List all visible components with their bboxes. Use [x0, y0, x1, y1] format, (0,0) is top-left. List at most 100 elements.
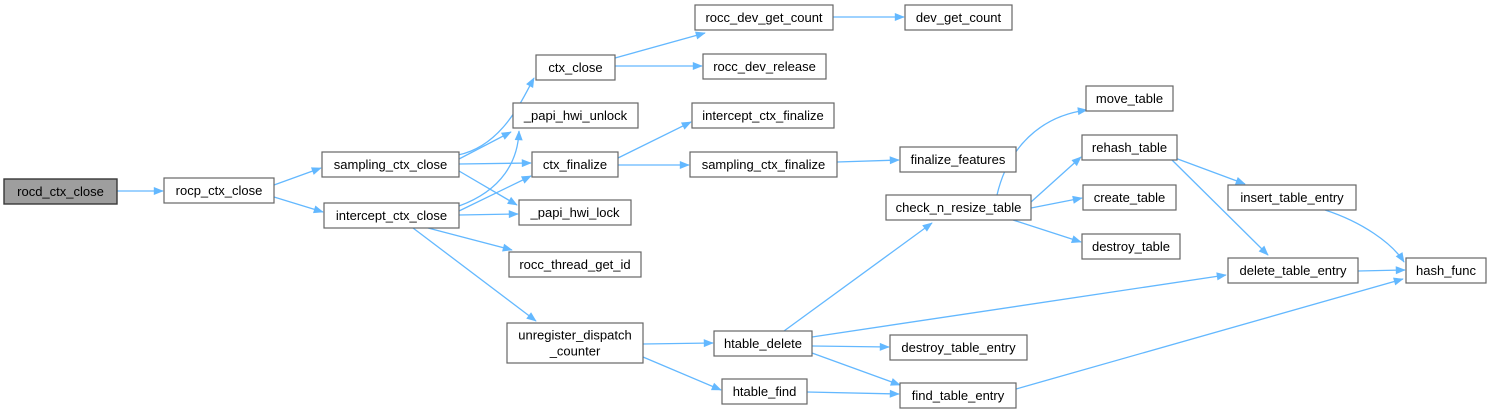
- node-sampling_ctx_close-box: [321, 151, 460, 178]
- node-htable_find-box: [721, 378, 808, 405]
- node-intercept_ctx_finalize-label: intercept_ctx_finalize: [702, 108, 823, 123]
- edge-sampling_ctx_finalize-to-finalize_features: [836, 156, 900, 165]
- node-intercept_ctx_finalize-box: [691, 102, 835, 129]
- edge-intercept_ctx_close-to-ctx_finalize: [458, 175, 532, 212]
- node-papi_hwi_unlock-box: [512, 102, 639, 129]
- node-rocc_thread_get_id[interactable]: rocc_thread_get_id: [508, 251, 642, 278]
- node-dev_get_count-box: [904, 4, 1013, 31]
- node-htable_delete-label: htable_delete: [724, 336, 802, 351]
- node-create_table-box: [1082, 184, 1177, 211]
- edge-check_n_resize_table-to-destroy_table: [1012, 219, 1082, 243]
- node-rocd_ctx_close-box: [3, 178, 118, 205]
- node-find_table_entry-box: [899, 382, 1017, 409]
- node-rocp_ctx_close-box: [163, 177, 275, 204]
- node-rehash_table-box: [1081, 134, 1178, 161]
- node-create_table[interactable]: create_table: [1082, 184, 1177, 211]
- node-htable_delete[interactable]: htable_delete: [713, 330, 813, 357]
- edge-rocp_ctx_close-to-intercept_ctx_close: [273, 196, 324, 214]
- node-ctx_close-box: [535, 54, 616, 81]
- edges-layer: [117, 13, 1406, 398]
- node-intercept_ctx_close-label: intercept_ctx_close: [336, 208, 447, 223]
- node-papi_hwi_lock-box: [518, 199, 632, 226]
- node-rehash_table[interactable]: rehash_table: [1081, 134, 1178, 161]
- node-intercept_ctx_close[interactable]: intercept_ctx_close: [323, 202, 460, 229]
- nodes-layer: rocd_ctx_close rocp_ctx_close sampling_ctx…: [3, 4, 1487, 409]
- edge-delete_table_entry-to-hash_func: [1357, 266, 1406, 275]
- node-sampling_ctx_close[interactable]: sampling_ctx_close: [321, 151, 460, 178]
- node-move_table-box: [1085, 85, 1174, 112]
- edge-htable_delete-to-check_n_resize_table: [783, 222, 933, 332]
- edge-insert_table_entry-to-hash_func: [1324, 209, 1405, 263]
- node-sampling_ctx_finalize[interactable]: sampling_ctx_finalize: [689, 151, 838, 178]
- edge-intercept_ctx_close-to-papi_hwi_lock: [458, 210, 519, 219]
- node-find_table_entry-label: find_table_entry: [912, 388, 1005, 403]
- edge-intercept_ctx_close-to-unregister_dispatch_counter: [412, 227, 537, 322]
- node-rocc_dev_release-box: [702, 53, 827, 80]
- edge-htable_delete-to-find_table_entry: [811, 352, 901, 386]
- node-papi_hwi_lock[interactable]: _papi_hwi_lock: [518, 199, 632, 226]
- node-delete_table_entry[interactable]: delete_table_entry: [1227, 257, 1359, 284]
- node-papi_hwi_unlock[interactable]: _papi_hwi_unlock: [512, 102, 639, 129]
- node-destroy_table-box: [1081, 233, 1181, 260]
- node-finalize_features[interactable]: finalize_features: [899, 146, 1017, 173]
- node-rocc_dev_release[interactable]: rocc_dev_release: [702, 53, 827, 80]
- node-rocp_ctx_close-label: rocp_ctx_close: [176, 183, 263, 198]
- edge-htable_find-to-find_table_entry: [806, 389, 900, 398]
- node-ctx_finalize[interactable]: ctx_finalize: [531, 151, 619, 178]
- node-destroy_table_entry-label: destroy_table_entry: [901, 340, 1016, 355]
- node-intercept_ctx_finalize[interactable]: intercept_ctx_finalize: [691, 102, 835, 129]
- node-sampling_ctx_finalize-label: sampling_ctx_finalize: [702, 157, 826, 172]
- node-intercept_ctx_close-box: [323, 202, 460, 229]
- node-create_table-label: create_table: [1094, 190, 1166, 205]
- edge-rocp_ctx_close-to-sampling_ctx_close: [273, 167, 322, 186]
- edge-ctx_close-to-rocc_dev_get_count: [614, 31, 706, 59]
- node-rocc_dev_get_count-label: rocc_dev_get_count: [705, 10, 822, 25]
- node-htable_find-label: htable_find: [733, 384, 797, 399]
- node-insert_table_entry-box: [1227, 184, 1357, 211]
- node-rocc_dev_release-label: rocc_dev_release: [713, 59, 816, 74]
- node-ctx_finalize-label: ctx_finalize: [543, 157, 607, 172]
- node-hash_func-label: hash_func: [1416, 263, 1476, 278]
- node-destroy_table_entry[interactable]: destroy_table_entry: [889, 334, 1028, 361]
- node-destroy_table_entry-box: [889, 334, 1028, 361]
- node-ctx_close[interactable]: ctx_close: [535, 54, 616, 81]
- edge-sampling_ctx_close-to-ctx_close: [457, 77, 535, 156]
- node-htable_find[interactable]: htable_find: [721, 378, 808, 405]
- edge-sampling_ctx_close-to-papi_hwi_unlock: [458, 131, 512, 160]
- node-rocd_ctx_close: rocd_ctx_close: [3, 178, 118, 205]
- node-delete_table_entry-label: delete_table_entry: [1240, 263, 1347, 278]
- edge-htable_delete-to-destroy_table_entry: [811, 342, 890, 351]
- edge-intercept_ctx_close-to-papi_hwi_unlock: [458, 130, 523, 207]
- node-move_table[interactable]: move_table: [1085, 85, 1174, 112]
- edge-unregister_dispatch_counter-to-htable_delete: [642, 339, 714, 348]
- node-rocp_ctx_close[interactable]: rocp_ctx_close: [163, 177, 275, 204]
- node-find_table_entry[interactable]: find_table_entry: [899, 382, 1017, 409]
- node-unregister_dispatch_counter-label: unregister_dispatch_counter: [518, 328, 631, 359]
- node-check_n_resize_table-label: check_n_resize_table: [896, 200, 1022, 215]
- node-rocc_thread_get_id-label: rocc_thread_get_id: [519, 257, 630, 272]
- node-insert_table_entry[interactable]: insert_table_entry: [1227, 184, 1357, 211]
- node-sampling_ctx_close-label: sampling_ctx_close: [334, 157, 447, 172]
- node-move_table-label: move_table: [1096, 91, 1163, 106]
- node-unregister_dispatch_counter[interactable]: unregister_dispatch_counter: [506, 322, 644, 364]
- node-check_n_resize_table-box: [885, 194, 1032, 221]
- node-destroy_table[interactable]: destroy_table: [1081, 233, 1181, 260]
- node-check_n_resize_table[interactable]: check_n_resize_table: [885, 194, 1032, 221]
- node-ctx_finalize-box: [531, 151, 619, 178]
- node-rocd_ctx_close-label: rocd_ctx_close: [17, 184, 104, 199]
- node-insert_table_entry-label: insert_table_entry: [1240, 190, 1344, 205]
- node-unregister_dispatch_counter-box: [506, 322, 644, 364]
- node-dev_get_count[interactable]: dev_get_count: [904, 4, 1013, 31]
- edge-find_table_entry-to-hash_func: [1015, 277, 1404, 390]
- node-ctx_close-label: ctx_close: [548, 60, 602, 75]
- node-hash_func[interactable]: hash_func: [1405, 257, 1487, 284]
- edge-check_n_resize_table-to-move_table: [996, 107, 1088, 196]
- edge-ctx_finalize-to-intercept_ctx_finalize: [617, 121, 692, 159]
- node-papi_hwi_unlock-label: _papi_hwi_unlock: [523, 108, 628, 123]
- edge-htable_delete-to-delete_table_entry: [811, 272, 1227, 338]
- node-rocc_dev_get_count[interactable]: rocc_dev_get_count: [694, 4, 834, 31]
- edge-rehash_table-to-insert_table_entry: [1174, 157, 1246, 185]
- node-rehash_table-label: rehash_table: [1092, 140, 1167, 155]
